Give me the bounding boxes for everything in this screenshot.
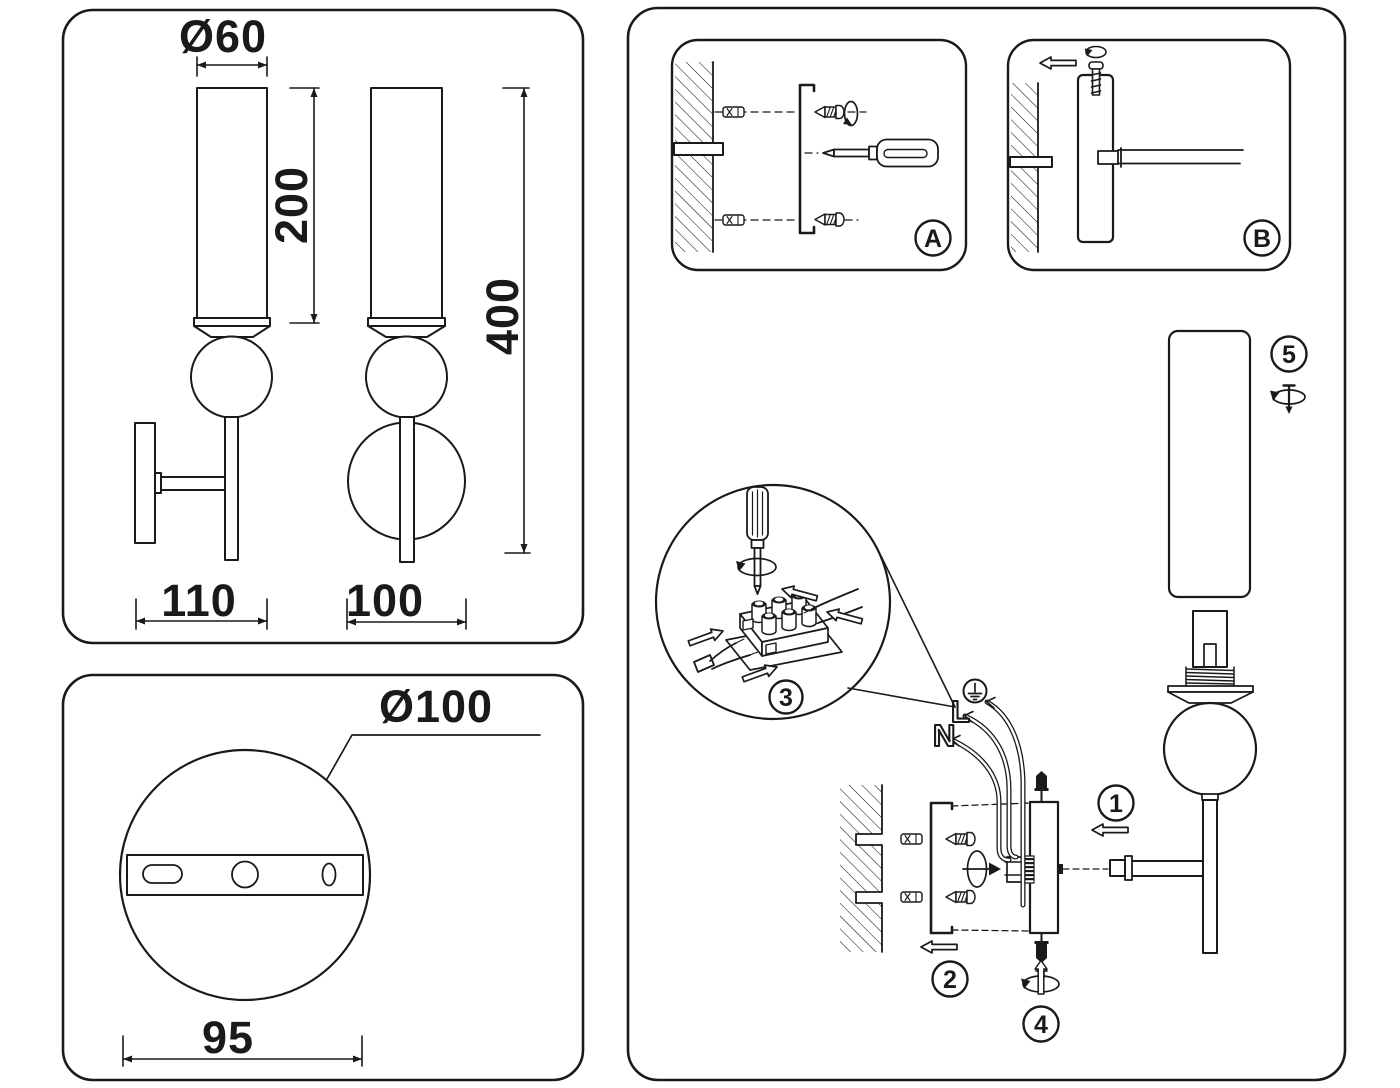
dim-base-diameter: Ø100 [379,681,493,732]
wall-anchor-icon [900,833,923,845]
panel-border [61,8,585,645]
wall-plate [134,422,156,544]
arm-connector [1097,150,1119,165]
step-badge-4: 4 [1022,1005,1060,1043]
wall-hatch [675,62,713,252]
dim-shade-diameter-lines [196,56,268,77]
screw-icon [1088,61,1104,96]
lamp-side-view [134,87,273,561]
bolt-icon [1034,771,1049,802]
step-badge-b: B [1243,219,1281,257]
stem [1202,799,1218,954]
bolt-icon [1034,932,1049,963]
mounting-bracket [929,801,954,935]
dim-total-height-lines [502,87,531,554]
inset-a-label: A [924,225,942,253]
dim-total-height: 400 [477,277,528,355]
direction-arrow-icon [920,940,958,954]
ground-icon [962,678,988,704]
direction-arrow-icon [1039,56,1077,70]
bubble-wires [693,588,863,673]
wall-anchor-icon [900,891,923,903]
main-assembly: L N 1 2 4 [840,678,1135,1043]
dim-shade-height-lines [289,87,320,324]
dim-front-width-lines [346,598,467,630]
arm [160,476,226,491]
inset-b: B [1006,38,1292,272]
inset-a: A [670,38,968,272]
wall-ledge [673,142,724,156]
base-circle [118,748,372,1002]
arm [1130,860,1204,877]
rotation-arrow-icon [962,850,1001,888]
screw-icon [945,831,976,847]
dim-side-projection: 110 [161,575,237,626]
leader-line [326,734,541,780]
step-2-label: 2 [943,966,957,994]
socket [1192,610,1228,668]
inset-b-label: B [1253,225,1271,253]
stem [224,416,239,561]
bulb-holder [1203,643,1217,668]
arm-connector [1109,859,1126,877]
lamp-front-view [347,87,466,563]
shade [1167,329,1252,599]
mounting-bracket [798,83,816,235]
step-5-label: 5 [1282,341,1296,369]
wall-anchor-icon [722,106,745,118]
panel-border [626,6,1347,1082]
dim-shade-height: 200 [266,166,317,244]
dim-shade-diameter: Ø60 [179,11,267,62]
direction-arrow-icon [1091,823,1129,837]
wire-live-label: L [951,694,970,729]
wall-edge [855,784,883,953]
wire-neutral-label: N [933,718,955,753]
dim-hole-spacing-lines [122,1035,363,1067]
shade-outline [370,87,443,319]
wall-ledge [1009,156,1053,168]
base-plate-panel: Ø100 95 [61,673,585,1082]
screw-icon [814,104,845,120]
exploded-lamp: 5 [1109,329,1308,954]
step-badge-1: 1 [1097,784,1135,822]
step-badge-3: 3 [768,679,804,715]
glass-sphere [190,335,273,419]
panel-border [61,673,585,1082]
step-badge-2: 2 [931,960,969,998]
wall-hatch [840,785,882,952]
screw-icon [945,889,976,905]
center-hole [231,860,259,889]
socket-threads [1185,666,1235,686]
screwdriver-icon [822,138,939,168]
rotation-arrow-icon [736,557,777,577]
dim-front-width: 100 [346,575,424,626]
wall-anchor-icon [722,214,745,226]
rotation-arrow-icon [1021,959,1060,995]
supply-wires [949,696,1026,908]
screw-icon [814,212,845,227]
step-badge-a: A [914,219,952,257]
step-1-label: 1 [1109,790,1123,818]
rotation-arrow-icon [843,100,859,127]
small-hole [321,862,337,887]
dim-side-projection-lines [135,598,268,630]
glass-sphere [365,335,448,419]
rotation-screw-icon [1270,384,1306,414]
shade-outline [196,87,268,319]
step-badge-5: 5 [1270,335,1308,373]
wiring-detail-bubble: 3 [654,483,956,721]
step-3-label: 3 [779,684,793,712]
stem [399,416,415,563]
dim-hole-spacing: 95 [202,1012,254,1063]
glass-sphere [1162,701,1258,797]
projection-lines [951,802,1109,932]
screwdriver-icon [746,486,769,595]
lamp-backplate [1028,800,1060,935]
terminal-block-icon [725,591,843,671]
slot-hole [142,864,183,884]
step-4-label: 4 [1034,1011,1048,1039]
rotation-arrow-icon [1084,45,1107,59]
dimensions-panel: Ø60 200 400 110 [61,8,585,645]
installation-panel: A [626,6,1347,1082]
